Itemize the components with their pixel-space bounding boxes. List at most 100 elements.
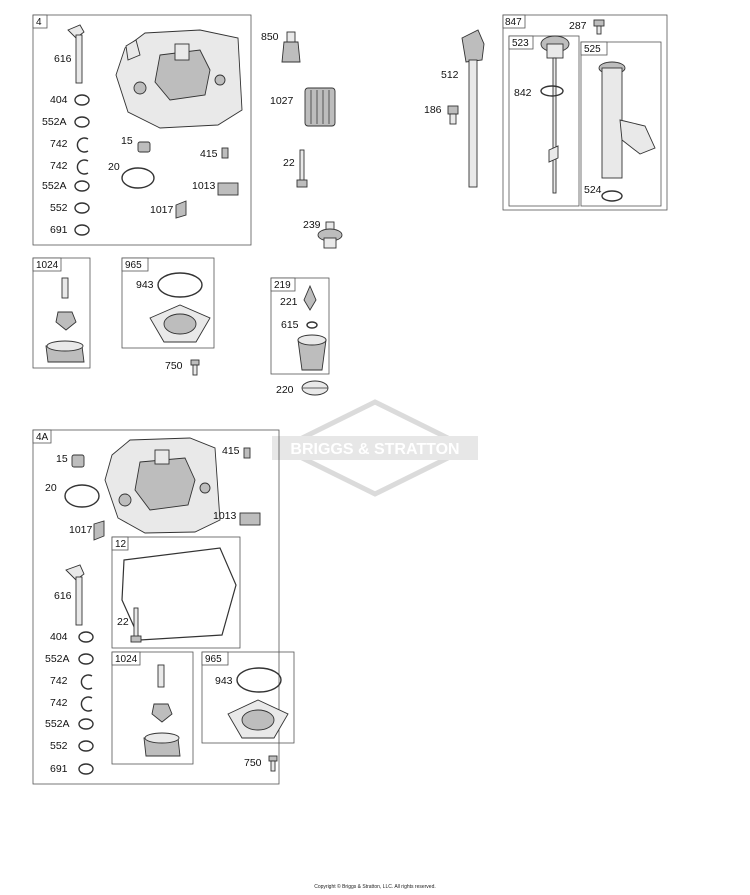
group-965-tag: 965: [125, 260, 142, 271]
crankcase-cover-4A-drawing: [104, 437, 221, 534]
group-525-box: [580, 41, 662, 207]
label-750b: 750: [244, 757, 262, 769]
label-1013b: 1013: [213, 510, 237, 522]
label-186: 186: [424, 104, 442, 116]
group-523-box: [508, 35, 580, 207]
label-20: 20: [108, 161, 120, 173]
label-943: 943: [136, 279, 154, 291]
retaining-ring-742c: [80, 674, 93, 690]
label-742b: 742: [50, 160, 68, 172]
label-22b: 22: [117, 616, 129, 628]
group-523-tag: 523: [512, 38, 529, 49]
group-965-box: [121, 257, 215, 349]
group-1024b-box: [111, 651, 194, 765]
label-287: 287: [569, 20, 587, 32]
gasket-12: [121, 547, 237, 641]
label-524: 524: [584, 184, 602, 196]
seal-552-b: [78, 740, 94, 752]
seal-552Ab: [74, 180, 90, 192]
group-965b-box: [201, 651, 295, 744]
bolt-22: [296, 149, 308, 188]
pin-221: [303, 284, 317, 311]
group-219-box: [270, 277, 330, 375]
bolt-22b: [130, 607, 142, 643]
label-750: 750: [165, 360, 183, 372]
group-1024b-tag: 1024: [115, 654, 138, 665]
label-691-b: 691: [50, 763, 68, 775]
label-512: 512: [441, 69, 459, 81]
group-1024-tag: 1024: [36, 260, 59, 271]
label-1017b: 1017: [69, 524, 93, 536]
o-ring-842: [540, 85, 564, 97]
group-4-tag: 4: [36, 17, 42, 28]
label-842: 842: [514, 87, 532, 99]
retaining-ring-742d: [80, 696, 93, 712]
label-415: 415: [200, 148, 218, 160]
label-22: 22: [283, 157, 295, 169]
label-404b: 404: [50, 631, 68, 643]
screw-750b: [268, 755, 278, 772]
group-1024-box: [32, 257, 91, 369]
group-4A-tag: 4A: [36, 432, 49, 443]
label-850: 850: [261, 31, 279, 43]
washer-404b: [78, 631, 94, 643]
washer-691-b: [78, 763, 94, 775]
group-219-tag: 219: [274, 280, 291, 291]
seal-552A-c: [78, 718, 94, 730]
group-525-tag: 525: [584, 44, 601, 55]
group-12-tag: 12: [115, 539, 127, 550]
o-ring-524: [601, 190, 623, 202]
group-847-box: [502, 14, 668, 211]
label-616: 616: [54, 53, 72, 65]
label-552Ab: 552A: [42, 180, 67, 192]
cover-plate-965b: [227, 699, 289, 739]
lever-1017b: [93, 520, 105, 541]
breather-parts-1024: [45, 277, 85, 363]
label-1017: 1017: [150, 204, 174, 216]
plug-15: [137, 141, 151, 153]
group-4A-box: [32, 429, 280, 785]
o-ring-943: [157, 272, 203, 298]
retaining-ring-742b: [76, 159, 89, 175]
label-742-d: 742: [50, 697, 68, 709]
screw-287: [593, 19, 605, 35]
label-221: 221: [280, 296, 298, 308]
dipstick-tube-512: [461, 29, 485, 188]
label-1013: 1013: [192, 180, 216, 192]
label-220: 220: [276, 384, 294, 396]
sealant-tube-850: [281, 31, 301, 63]
label-552: 552: [50, 202, 68, 214]
group-965b-tag: 965: [205, 654, 222, 665]
cover-plate-965: [149, 304, 211, 343]
label-15: 15: [121, 135, 133, 147]
seal-186: [447, 105, 459, 125]
label-415b: 415: [222, 445, 240, 457]
group-12-box: [111, 536, 241, 649]
label-552A-c: 552A: [45, 718, 70, 730]
label-404: 404: [50, 94, 68, 106]
governor-shaft-drawing: [67, 24, 85, 84]
group-847-tag: 847: [505, 17, 522, 28]
fill-tube-525: [598, 61, 656, 179]
screw-415b: [243, 447, 251, 459]
governor-gear-239: [317, 221, 343, 249]
label-742-c: 742: [50, 675, 68, 687]
label-239: 239: [303, 219, 321, 231]
seal-552A-b: [78, 653, 94, 665]
governor-gear-assembly-219: [297, 334, 327, 371]
governor-shaft-4A-drawing: [65, 564, 85, 626]
label-552A-b: 552A: [45, 653, 70, 665]
label-742: 742: [50, 138, 68, 150]
label-552A: 552A: [42, 116, 67, 128]
label-20b: 20: [45, 482, 57, 494]
label-552-b: 552: [50, 740, 68, 752]
screw-415: [221, 147, 229, 159]
seal-552A: [74, 116, 90, 128]
label-615: 615: [281, 319, 299, 331]
label-943b: 943: [215, 675, 233, 687]
crankcase-cover-drawing: [115, 29, 243, 129]
plug-15b: [71, 454, 85, 468]
screw-750: [190, 359, 200, 376]
o-ring-943b: [236, 667, 282, 693]
